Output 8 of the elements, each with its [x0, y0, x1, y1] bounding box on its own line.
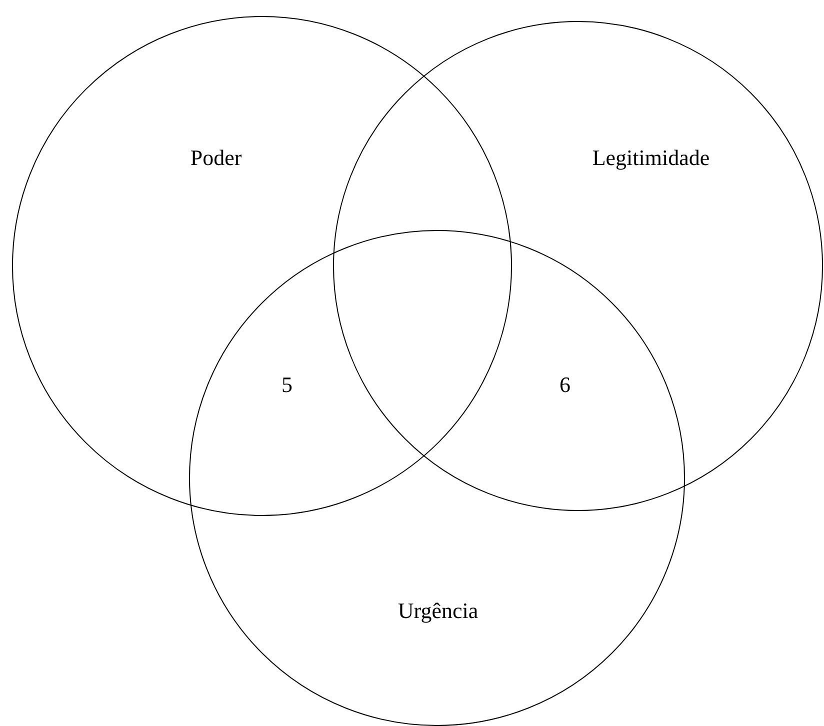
region-number: 5 — [282, 372, 292, 398]
region-number: 6 — [560, 372, 570, 398]
circle-label: Poder — [190, 146, 242, 170]
circle-label: Urgência — [398, 598, 478, 624]
circle-label: Legitimidade — [592, 146, 710, 170]
venn-circle — [189, 230, 685, 726]
venn-circle — [333, 21, 823, 511]
venn-circle — [12, 16, 512, 516]
